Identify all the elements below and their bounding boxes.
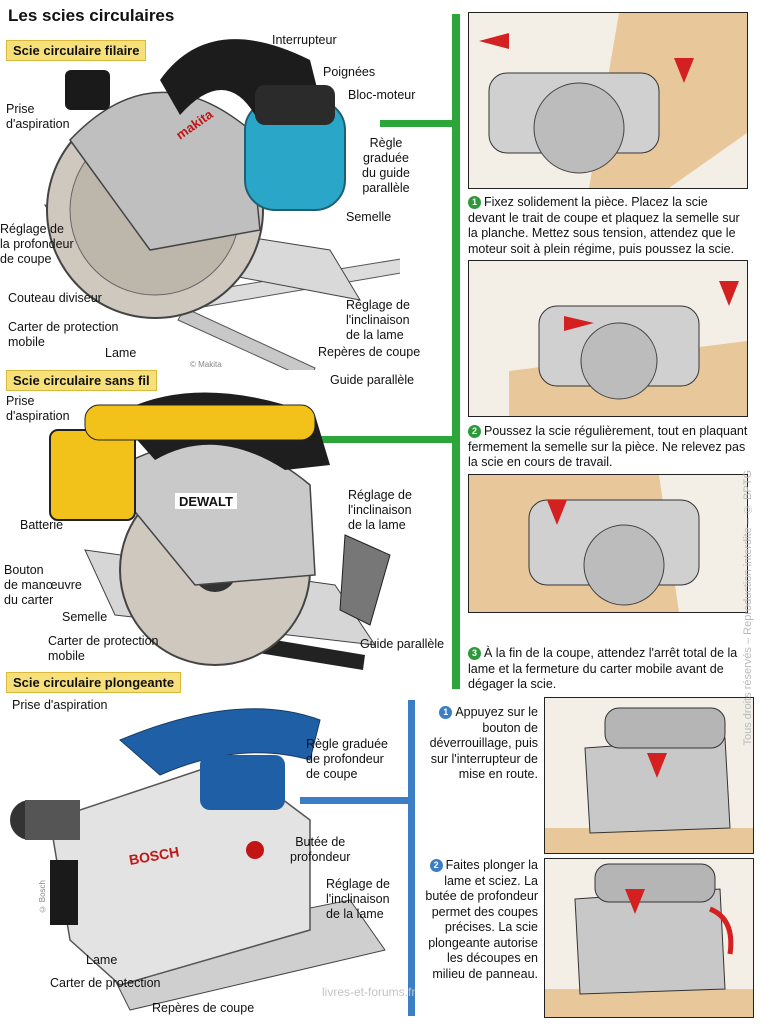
copyright-notice: Tous droits réservés – Reproduction inte…	[742, 470, 754, 746]
label-prise-aspiration-1: Prise d'aspiration	[6, 102, 70, 131]
label-reglage-inclinaison-2: Réglage de l'inclinaison de la lame	[348, 488, 412, 532]
label-poignees: Poignées	[323, 65, 376, 79]
section-header-sans-fil: Scie circulaire sans fil	[6, 370, 157, 391]
label-regle-profondeur: Règle graduée de profondeur de coupe	[306, 737, 389, 781]
label-couteau-diviseur: Couteau diviseur	[8, 291, 102, 305]
bosch-credit: © Bosch	[38, 880, 47, 914]
page-title: Les scies circulaires	[8, 6, 175, 25]
step-text: Fixez solidement la pièce. Placez la sci…	[468, 195, 740, 256]
label-guide-parallele-2: Guide parallèle	[360, 637, 445, 651]
label-butee-profondeur: Butée de profondeur	[290, 835, 351, 864]
label-lame-1: Lame	[105, 346, 137, 360]
step-text: Appuyez sur le bouton de déverrouillage,…	[429, 705, 538, 781]
label-prise-aspiration-3: Prise d'aspiration	[12, 698, 108, 712]
step-number: 1	[439, 706, 453, 719]
step-number: 2	[429, 859, 443, 872]
step-number: 1	[468, 196, 481, 209]
step-2-illustration	[468, 260, 748, 417]
label-semelle-1: Semelle	[346, 210, 392, 224]
blue-connector-vertical	[408, 700, 415, 1016]
step-text: Faites plonger la lame et sciez. La buté…	[425, 858, 538, 981]
plunge-step-2-illustration	[544, 858, 754, 1018]
plunge-step-1-illustration	[544, 697, 754, 854]
label-batterie: Batterie	[20, 518, 64, 532]
label-reperes-coupe-3: Repères de coupe	[152, 1001, 255, 1015]
step-text: Poussez la scie régulièrement, tout en p…	[468, 424, 748, 469]
step-number: 2	[468, 425, 481, 438]
makita-credit: © Makita	[190, 360, 222, 369]
label-carter-mobile-1: Carter de protection mobile	[8, 320, 119, 349]
label-bloc-moteur: Bloc-moteur	[348, 88, 416, 102]
step-3-illustration	[468, 474, 748, 613]
blue-connector-mid	[300, 797, 415, 804]
label-regle-graduee: Règle graduée du guide parallèle	[362, 136, 410, 195]
plunge-circular-saw-illustration: BOSCH	[10, 708, 386, 1011]
dewalt-brand: DEWALT	[179, 494, 233, 509]
label-reperes-coupe-1: Repères de coupe	[318, 345, 421, 359]
watermark: livres-et-forums.fr	[322, 985, 416, 999]
section-header-plongeante: Scie circulaire plongeante	[6, 672, 182, 693]
label-reglage-inclinaison-1: Réglage de l'inclinaison de la lame	[346, 298, 410, 342]
label-reglage-inclinaison-3: Réglage de l'inclinaison de la lame	[326, 877, 390, 921]
label-interrupteur: Interrupteur	[272, 33, 337, 47]
label-lame-3: Lame	[86, 953, 118, 967]
section-header-filaire: Scie circulaire filaire	[6, 40, 147, 61]
green-connector-vertical	[452, 14, 460, 689]
step-number: 3	[468, 647, 481, 660]
label-reglage-profondeur: Réglage de la profondeur de coupe	[0, 222, 74, 266]
step-text: À la fin de la coupe, attendez l'arrêt t…	[468, 646, 738, 691]
label-prise-aspiration-2: Prise d'aspiration	[6, 394, 70, 423]
cordless-circular-saw-illustration: DEWALT	[49, 392, 391, 670]
label-carter-protection: Carter de protection	[50, 976, 161, 990]
label-guide-parallele-1: Guide parallèle	[330, 373, 415, 387]
green-connector-top	[380, 120, 458, 127]
green-connector-mid	[318, 436, 458, 443]
label-semelle-2: Semelle	[62, 610, 108, 624]
corded-circular-saw-illustration: makita	[43, 39, 400, 370]
step-1-illustration	[468, 12, 748, 189]
label-carter-mobile-2: Carter de protection mobile	[48, 634, 159, 663]
label-bouton-manoeuvre: Bouton de manœuvre du carter	[4, 563, 82, 607]
